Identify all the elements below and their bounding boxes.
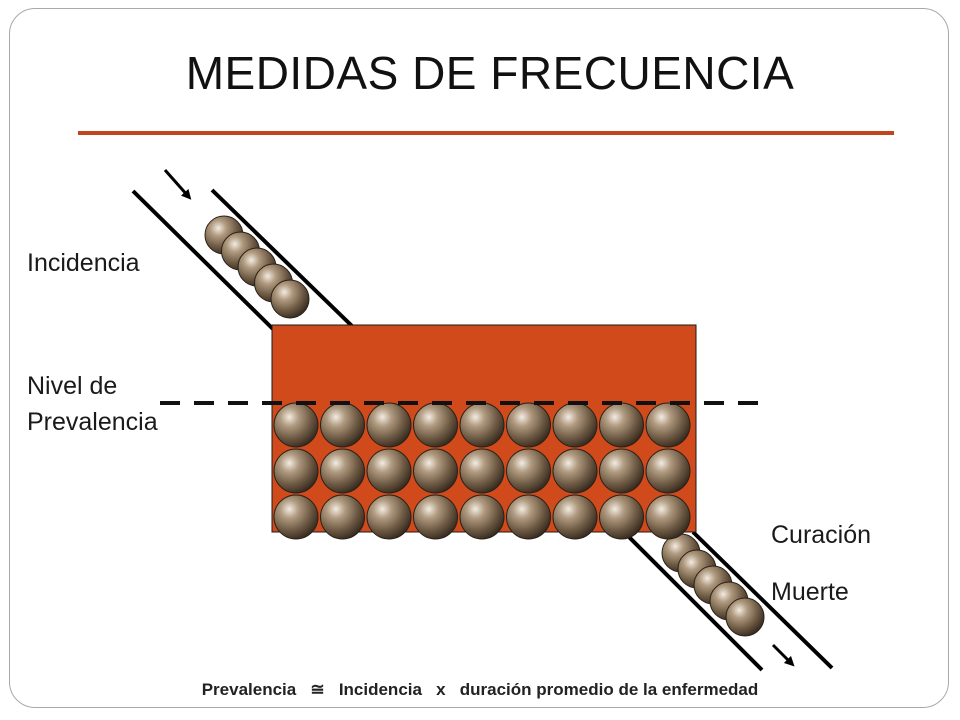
pool-ball [273,448,319,494]
outflow-chute-wall-left [622,530,764,672]
pool-ball [552,402,598,448]
pool-ball [273,494,319,540]
pool-ball [413,448,458,494]
formula-prevalence: Prevalencia [201,680,297,699]
slide-title: MEDIDAS DE FRECUENCIA [185,47,795,99]
pool-ball [459,448,505,494]
outflow-ball [725,597,765,637]
pool-ball [599,402,644,448]
pool-ball [366,402,412,448]
pool-ball [645,494,691,540]
title-underline [78,131,894,135]
pool-balls [273,402,691,540]
pool-ball [320,402,365,448]
inflow-arrow [163,169,192,200]
prevalence-level-label-line1: Nivel de [27,372,118,400]
pool-ball [320,494,365,540]
incidence-label: Incidencia [27,249,140,277]
pool-ball [506,402,551,448]
pool-ball [599,448,644,494]
outflow-balls [661,533,765,637]
inflow-balls [204,215,310,319]
pool-ball [645,402,691,448]
inflow-chute-wall-left [131,189,279,335]
inflow-chute [131,169,354,335]
outflow-chute [622,530,834,672]
pool-ball [366,448,412,494]
pool-ball [413,402,458,448]
inflow-chute-wall-right [210,188,354,328]
pool-ball [552,494,598,540]
formula-duration: duración promedio de la enfermedad [459,680,759,699]
pool-ball [366,494,412,540]
pool-ball [459,494,505,540]
pool-ball [645,448,691,494]
outflow-arrow [771,643,795,667]
formula-incidence: Incidencia [338,680,422,699]
death-label: Muerte [771,578,849,606]
pool-ball [413,494,458,540]
prevalence-formula: Prevalencia ≅ Incidencia x duración prom… [0,680,960,700]
pool-ball [320,448,365,494]
prevalence-level-label-line2: Prevalencia [27,408,158,436]
pool-ball [273,402,319,448]
outflow-chute-wall-right [691,530,834,670]
formula-times: x [436,680,446,699]
pool-ball [506,494,551,540]
pool-ball [552,448,598,494]
cure-label: Curación [771,521,872,549]
pool-ball [459,402,505,448]
formula-approx-symbol: ≅ [310,680,325,699]
inflow-ball [270,279,310,319]
prevalence-level-label: Nivel de Prevalencia [27,368,158,440]
pool-ball [506,448,551,494]
pool-ball [599,494,644,540]
